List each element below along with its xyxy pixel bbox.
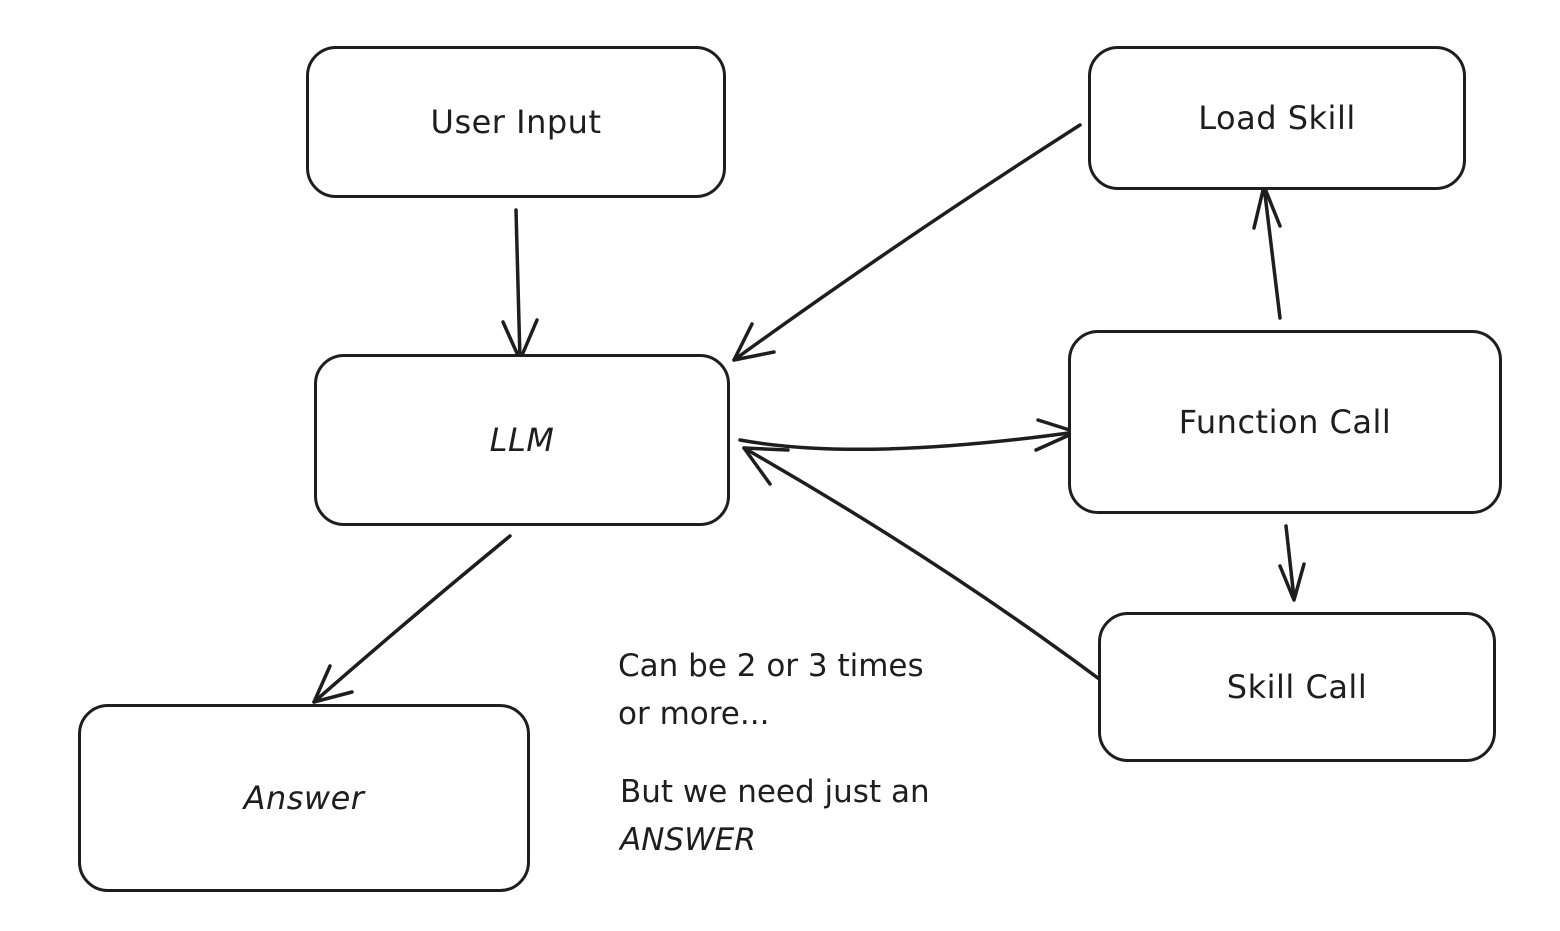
node-skill-call-label: Skill Call [1226, 668, 1368, 706]
edge-load-skill-to-llm [732, 123, 1082, 362]
node-function-call[interactable]: Function Call [1068, 330, 1502, 514]
annotation-line-2: or more... [618, 696, 770, 732]
node-load-skill-label: Load Skill [1198, 99, 1356, 137]
annotation-line-4: ANSWER [620, 822, 756, 858]
edge-user-input-to-llm [514, 208, 522, 362]
node-user-input[interactable]: User Input [306, 46, 726, 198]
node-answer[interactable]: Answer [78, 704, 530, 892]
node-load-skill[interactable]: Load Skill [1088, 46, 1466, 190]
arrowhead-answer-from-llm [312, 664, 354, 704]
arrowhead-llm-from-load-skill [732, 322, 776, 362]
edge-llm-to-function-call [738, 430, 1078, 452]
node-user-input-label: User Input [430, 103, 602, 141]
node-answer-label: Answer [243, 779, 365, 817]
annotation-answer: But we need just an ANSWER [620, 768, 930, 864]
node-llm[interactable]: LLM [314, 354, 730, 526]
edge-function-call-to-skill-call [1284, 524, 1296, 600]
edge-llm-to-answer [312, 534, 512, 704]
node-llm-label: LLM [489, 421, 555, 459]
node-skill-call[interactable]: Skill Call [1098, 612, 1496, 762]
arrowhead-load-skill-from-function-call [1252, 184, 1282, 230]
edge-function-call-to-load-skill [1262, 184, 1282, 320]
annotation-line-3: But we need just an [620, 774, 930, 810]
arrowhead-skill-call-from-function-call [1278, 562, 1306, 602]
annotation-line-1: Can be 2 or 3 times [618, 648, 924, 684]
arrowhead-llm-from-skill-call [742, 446, 790, 486]
node-function-call-label: Function Call [1178, 403, 1392, 441]
annotation-repeat: Can be 2 or 3 times or more... [618, 642, 924, 738]
